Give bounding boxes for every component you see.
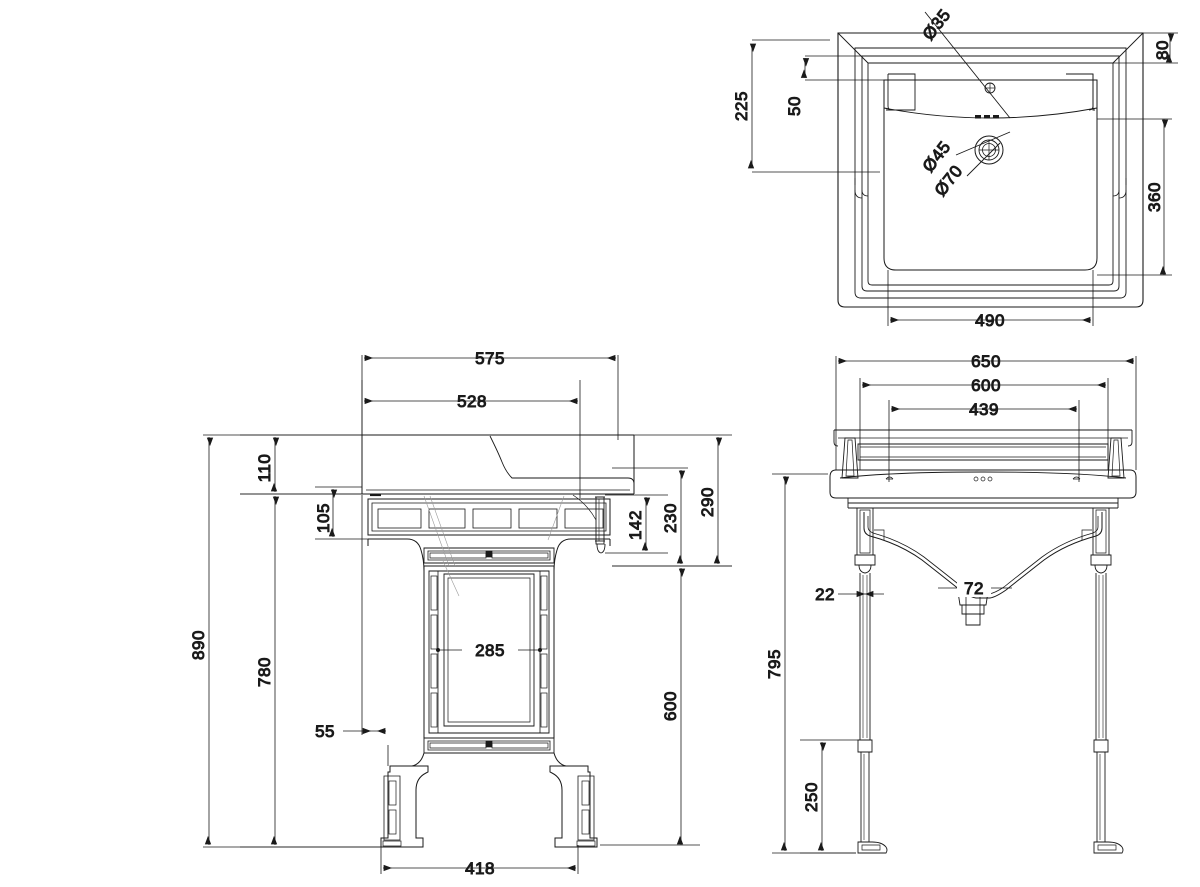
front-view-waste-pipe bbox=[572, 494, 606, 554]
dimension-80 bbox=[1113, 32, 1178, 64]
dimension-label-55: 55 bbox=[315, 722, 335, 741]
dimension-600-front bbox=[600, 568, 700, 846]
top-view-leaders bbox=[924, 11, 1011, 177]
dimension-label-142: 142 bbox=[626, 510, 645, 540]
dimension-label-360: 360 bbox=[1145, 182, 1164, 212]
dimension-label-80: 80 bbox=[1153, 40, 1172, 60]
dimension-600-side bbox=[859, 378, 1109, 470]
dimension-label-50: 50 bbox=[785, 96, 804, 116]
dimension-label-22: 22 bbox=[815, 585, 835, 604]
dimension-225 bbox=[747, 39, 880, 173]
top-view-waste-outlet bbox=[974, 135, 1004, 165]
front-view-basin bbox=[361, 434, 635, 495]
dimension-290 bbox=[612, 434, 732, 567]
side-view-apron-curve bbox=[863, 512, 1103, 626]
dimension-label-418: 418 bbox=[465, 859, 495, 878]
dimension-label-890: 890 bbox=[189, 630, 208, 660]
dimension-label-110: 110 bbox=[255, 454, 274, 483]
dimension-label-650: 650 bbox=[971, 352, 1001, 371]
dimension-label-575: 575 bbox=[475, 349, 505, 368]
dimension-label-225: 225 bbox=[732, 91, 751, 121]
dimension-650 bbox=[835, 356, 1137, 470]
dimension-label-72: 72 bbox=[964, 579, 984, 598]
dimension-22 bbox=[838, 590, 884, 598]
dimension-label-780: 780 bbox=[255, 657, 274, 687]
dimension-label-490: 490 bbox=[975, 311, 1005, 330]
dimension-142 bbox=[605, 494, 668, 554]
side-view: 650 600 439 22 bbox=[765, 352, 1137, 854]
dimension-label-600-side: 600 bbox=[971, 376, 1001, 395]
dimension-418 bbox=[380, 845, 579, 874]
top-view-bowl bbox=[883, 79, 1098, 271]
dimension-50 bbox=[800, 55, 886, 81]
dimension-105 bbox=[315, 486, 368, 540]
dimension-label-285: 285 bbox=[475, 641, 505, 660]
dimension-label-600-front: 600 bbox=[661, 691, 680, 721]
dimension-label-290: 290 bbox=[698, 487, 717, 517]
side-view-basin-top bbox=[829, 469, 1137, 509]
side-view-legs bbox=[854, 507, 1124, 854]
dimension-285-text-mask bbox=[462, 640, 518, 660]
dimension-label-230: 230 bbox=[661, 503, 680, 533]
dimension-label-528: 528 bbox=[457, 392, 487, 411]
dimension-360 bbox=[1097, 118, 1172, 276]
top-view-overflow-slots bbox=[975, 115, 999, 119]
front-view-feet bbox=[380, 765, 598, 848]
dimension-label-250: 250 bbox=[802, 782, 821, 812]
dimension-439 bbox=[888, 400, 1080, 482]
dimension-label-795: 795 bbox=[765, 649, 784, 679]
dimension-250 bbox=[800, 739, 860, 854]
top-view-tap-ledges bbox=[886, 73, 1095, 111]
dimension-72-text-mask bbox=[957, 578, 991, 597]
dimension-490 bbox=[887, 270, 1094, 326]
top-view-side-slots bbox=[854, 178, 1127, 199]
front-view: 575 528 890 780 bbox=[189, 349, 732, 879]
front-view-apron bbox=[367, 493, 611, 536]
dimension-label-439: 439 bbox=[969, 400, 999, 419]
dimension-110 bbox=[240, 434, 362, 495]
front-view-pedestal-column bbox=[423, 565, 555, 739]
dimension-528 bbox=[361, 380, 581, 498]
top-view-outer-rim bbox=[837, 32, 1144, 308]
dimension-55 bbox=[343, 495, 389, 766]
dimension-label-105: 105 bbox=[314, 503, 333, 533]
front-view-construction-lines bbox=[423, 495, 565, 597]
front-view-pedestal-shoulder bbox=[367, 538, 611, 572]
